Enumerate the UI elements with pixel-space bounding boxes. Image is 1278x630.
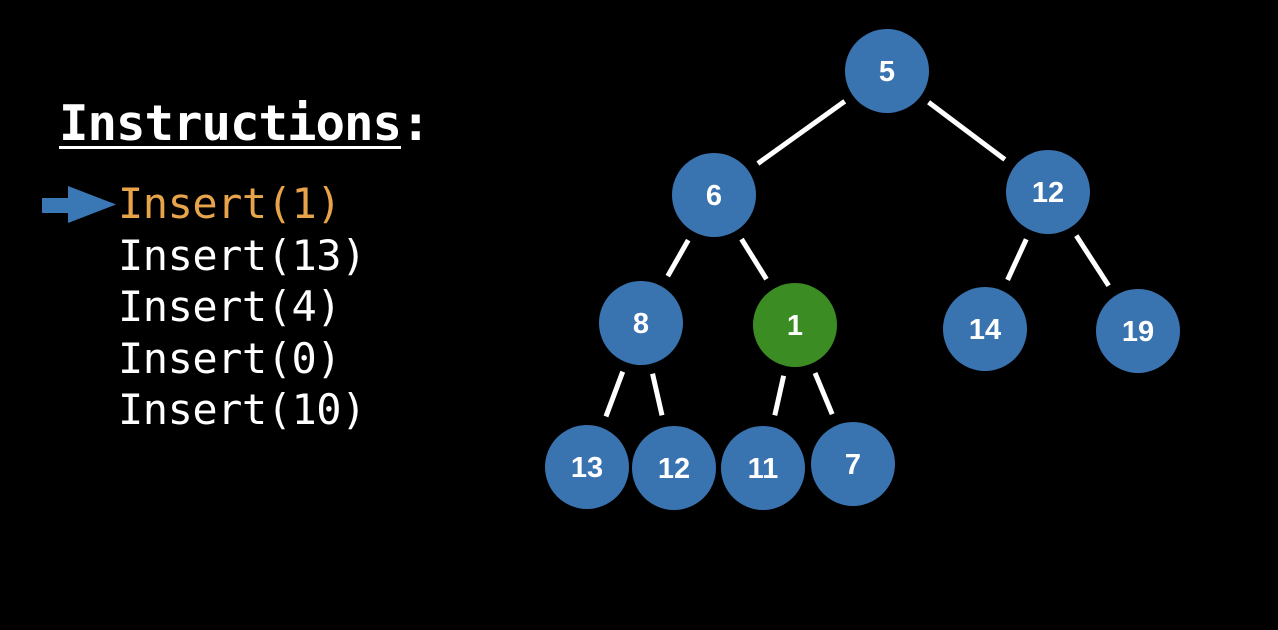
node-circle [672, 153, 756, 237]
node-value: 7 [845, 449, 861, 481]
tree-edge [603, 370, 626, 418]
node-value: 14 [969, 314, 1001, 346]
heap-node: 8 [599, 281, 683, 365]
node-value: 6 [706, 180, 722, 212]
node-circle [721, 426, 805, 510]
instruction-item: Insert(13) [118, 230, 366, 280]
node-circle [943, 287, 1027, 371]
heap-node-highlighted: 1 [753, 283, 837, 367]
tree-edge [927, 100, 1007, 162]
instruction-item: Insert(10) [118, 385, 366, 434]
heap-edges [603, 99, 1111, 418]
tree-edge [1005, 238, 1029, 281]
instruction-item: Insert(0) [118, 333, 342, 383]
node-circle [1096, 289, 1180, 373]
node-circle [1006, 150, 1090, 234]
node-value: 13 [571, 452, 603, 484]
heap-node: 12 [1006, 150, 1090, 234]
heap-node: 19 [1096, 289, 1180, 373]
instructions-heading: Instructions: [59, 94, 431, 154]
node-value: 1 [787, 310, 803, 342]
instruction-list: Insert(1) Insert(13) Insert(4) Insert(0)… [118, 178, 366, 436]
instruction-item: Insert(1) [118, 179, 342, 228]
tree-edge [812, 372, 835, 416]
heap-node: 14 [943, 287, 1027, 371]
tree-edge [650, 373, 665, 416]
instructions-heading-colon: : [401, 95, 430, 152]
node-circle [811, 422, 895, 506]
node-circle [599, 281, 683, 365]
node-circle [753, 283, 837, 367]
heap-node: 5 [845, 29, 929, 113]
tree-edge [739, 237, 769, 281]
heap-node: 12 [632, 426, 716, 510]
arrow-right-icon [42, 186, 116, 223]
heap-nodes: 5 6 12 8 1 14 19 13 12 11 7 [545, 29, 1180, 510]
instructions-heading-text: Instructions [59, 95, 402, 152]
node-circle [632, 426, 716, 510]
tree-edge [756, 99, 847, 166]
node-value: 11 [748, 453, 779, 485]
node-value: 5 [879, 56, 895, 88]
node-value: 12 [1032, 177, 1064, 209]
heap-node: 6 [672, 153, 756, 237]
node-circle [545, 425, 629, 509]
heap-node: 7 [811, 422, 895, 506]
instruction-item: Insert(4) [118, 282, 342, 331]
node-value: 12 [658, 453, 690, 485]
node-circle [845, 29, 929, 113]
heap-node: 13 [545, 425, 629, 509]
tree-edge [665, 238, 691, 278]
tree-edge [1074, 234, 1111, 288]
tree-edge [772, 375, 787, 416]
heap-node: 11 [721, 426, 805, 510]
node-value: 19 [1122, 316, 1154, 348]
node-value: 8 [633, 308, 649, 340]
